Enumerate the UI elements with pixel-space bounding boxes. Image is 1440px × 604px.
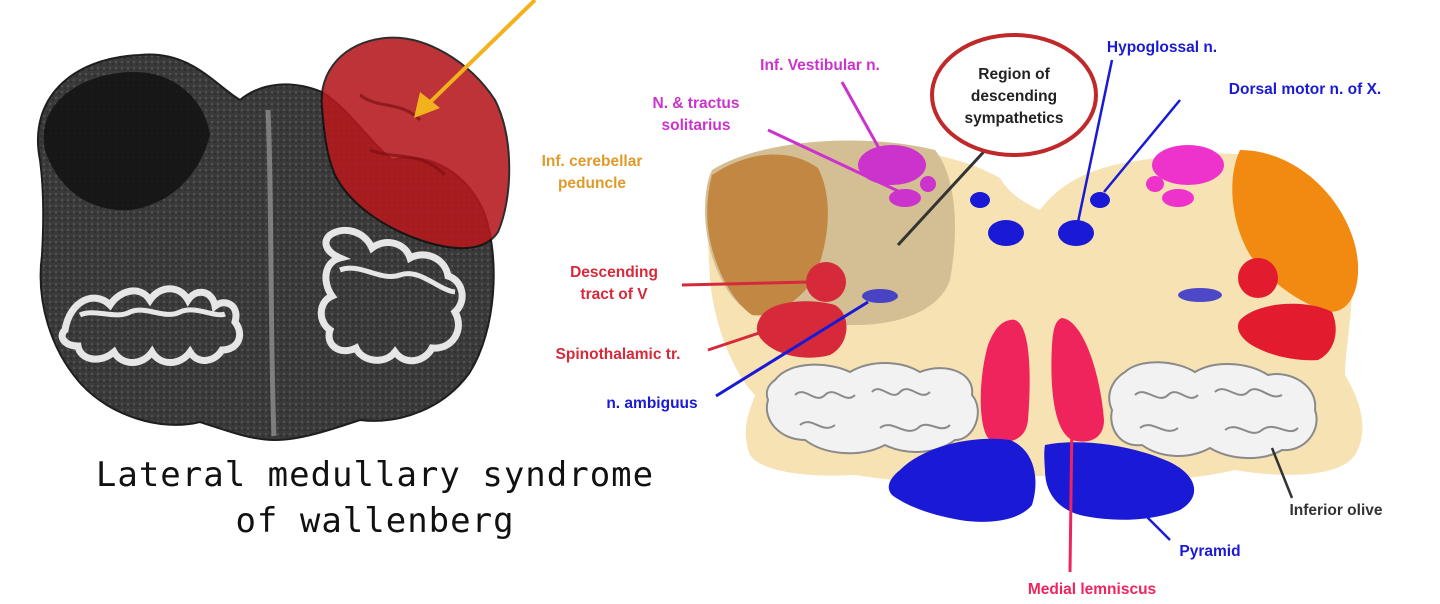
label-medial-lemniscus: Medial lemniscus [1028,581,1156,598]
label-descending-v-line2: tract of V [580,286,648,303]
left-tractus-solitarius [889,189,921,207]
left-nucleus-ambiguus [862,289,898,303]
right-solitarius-b [1162,189,1194,207]
right-dorsal-motor-x [1090,192,1110,208]
right-nucleus-ambiguus [1178,288,1222,302]
right-inf-vestibular-nucleus [1152,145,1224,185]
caption-line-1: Lateral medullary syndrome [0,452,750,498]
caption-line-2: of wallenberg [0,498,750,544]
leader-medial-lemniscus [1070,418,1072,572]
label-inf-cerebellar-line2: peduncle [558,175,626,192]
label-region-line3: sympathetics [964,110,1063,127]
left-hypoglossal-nucleus [988,220,1024,246]
left-inf-vestibular-nucleus [858,145,926,185]
label-n-tractus-line2: solitarius [662,117,731,134]
label-dorsal-motor: Dorsal motor n. of X. [1229,81,1381,98]
right-descending-tract-v [1238,258,1278,298]
medulla-photo [38,0,535,440]
label-n-tractus-line1: N. & tractus [653,95,740,112]
left-inferior-olive [767,363,978,453]
left-nucleus-solitarius [920,176,936,192]
label-inferior-olive: Inferior olive [1289,502,1382,519]
label-inf-cerebellar-line1: Inf. cerebellar [542,153,643,170]
leader-inf-vestibular [842,82,880,150]
label-descending-v-line1: Descending [570,264,658,281]
label-pyramid: Pyramid [1179,543,1240,560]
left-descending-tract-v [806,262,846,302]
label-spinothalamic: Spinothalamic tr. [556,346,681,363]
left-dorsal-motor-x [970,192,990,208]
label-hypoglossal: Hypoglossal n. [1107,39,1217,56]
right-solitarius-a [1146,176,1164,192]
right-hypoglossal-nucleus [1058,220,1094,246]
label-region-line2: descending [971,88,1057,105]
label-ambiguus: n. ambiguus [606,395,697,412]
label-inf-vestibular: Inf. Vestibular n. [760,57,880,74]
right-inferior-olive [1109,362,1316,458]
label-region-line1: Region of [978,66,1050,83]
